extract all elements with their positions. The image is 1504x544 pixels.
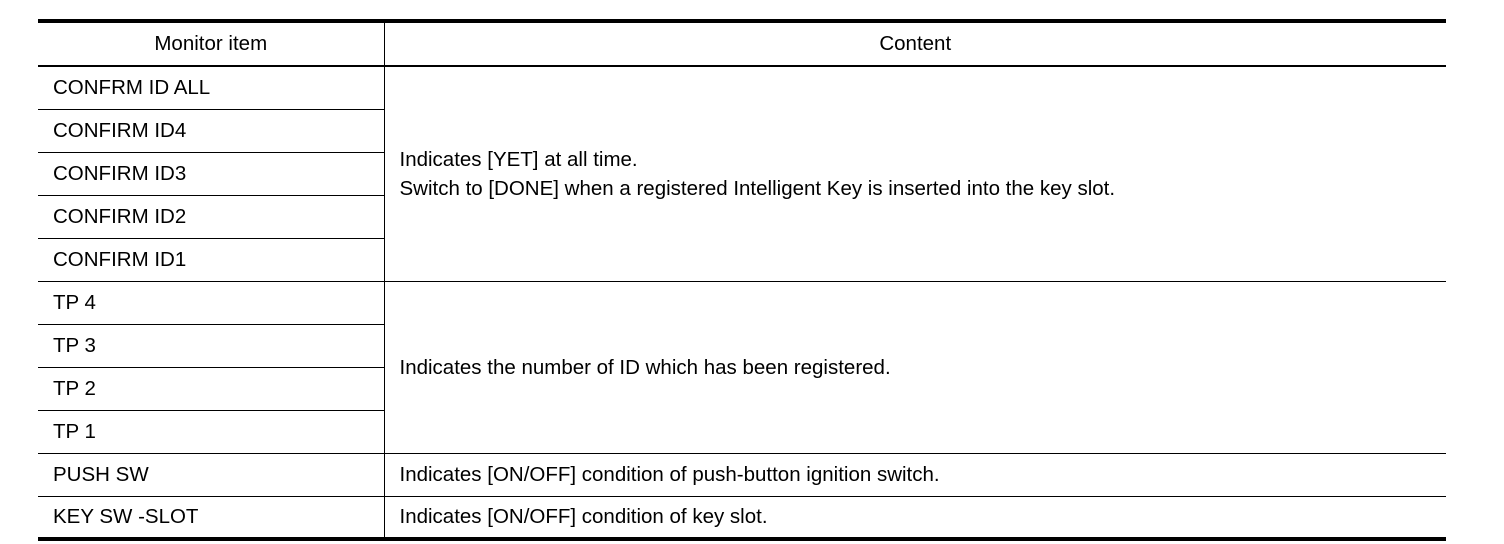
monitor-item-cell: PUSH SW bbox=[38, 453, 385, 497]
monitor-item-cell: CONFIRM ID2 bbox=[38, 195, 385, 239]
table-row: CONFIRM ID3 bbox=[38, 152, 1446, 196]
table-row: CONFIRM ID4 bbox=[38, 109, 1446, 153]
table-row: TP 3 bbox=[38, 324, 1446, 368]
table-row: TP 2 bbox=[38, 367, 1446, 411]
content-line: Indicates [YET] at all time. bbox=[399, 147, 638, 171]
monitor-item-cell: TP 4 bbox=[38, 281, 385, 325]
monitor-item-cell: KEY SW -SLOT bbox=[38, 496, 385, 541]
header-content: Content bbox=[384, 19, 1446, 67]
table-row: CONFIRM ID2 bbox=[38, 195, 1446, 239]
monitor-item-cell: TP 2 bbox=[38, 367, 385, 411]
content-line: Switch to [DONE] when a registered Intel… bbox=[399, 176, 1116, 200]
header-monitor-item: Monitor item bbox=[38, 19, 385, 67]
monitor-item-cell: CONFIRM ID1 bbox=[38, 238, 385, 282]
content-cell: Indicates [ON/OFF] condition of key slot… bbox=[384, 496, 1446, 541]
monitor-item-cell: TP 1 bbox=[38, 410, 385, 454]
monitor-item-cell: TP 3 bbox=[38, 324, 385, 368]
table-row: CONFRM ID ALL Indicates [YET] at all tim… bbox=[38, 66, 1446, 282]
content-cell: Indicates [ON/OFF] condition of push-but… bbox=[384, 453, 1446, 497]
content-line: Indicates the number of ID which has bee… bbox=[399, 355, 891, 379]
content-line: Indicates [ON/OFF] condition of push-but… bbox=[399, 463, 940, 486]
table-row: TP 4 Indicates the number of ID which ha… bbox=[38, 281, 1446, 454]
monitor-item-cell: CONFIRM ID3 bbox=[38, 152, 385, 196]
table-row: PUSH SW Indicates [ON/OFF] condition of … bbox=[38, 453, 1446, 497]
table-header-row: Monitor item Content bbox=[38, 19, 1446, 67]
monitor-item-cell: CONFRM ID ALL bbox=[38, 66, 385, 110]
table-row: TP 1 bbox=[38, 410, 1446, 454]
table-row: KEY SW -SLOT Indicates [ON/OFF] conditio… bbox=[38, 496, 1446, 541]
content-cell: Indicates [YET] at all time. Switch to [… bbox=[384, 66, 1446, 282]
monitor-item-cell: CONFIRM ID4 bbox=[38, 109, 385, 153]
content-line: Indicates [ON/OFF] condition of key slot… bbox=[399, 505, 768, 529]
content-cell: Indicates the number of ID which has bee… bbox=[384, 281, 1446, 454]
monitor-item-table: Monitor item Content CONFRM ID ALL Indic… bbox=[38, 19, 1446, 541]
table-row: CONFIRM ID1 bbox=[38, 238, 1446, 282]
